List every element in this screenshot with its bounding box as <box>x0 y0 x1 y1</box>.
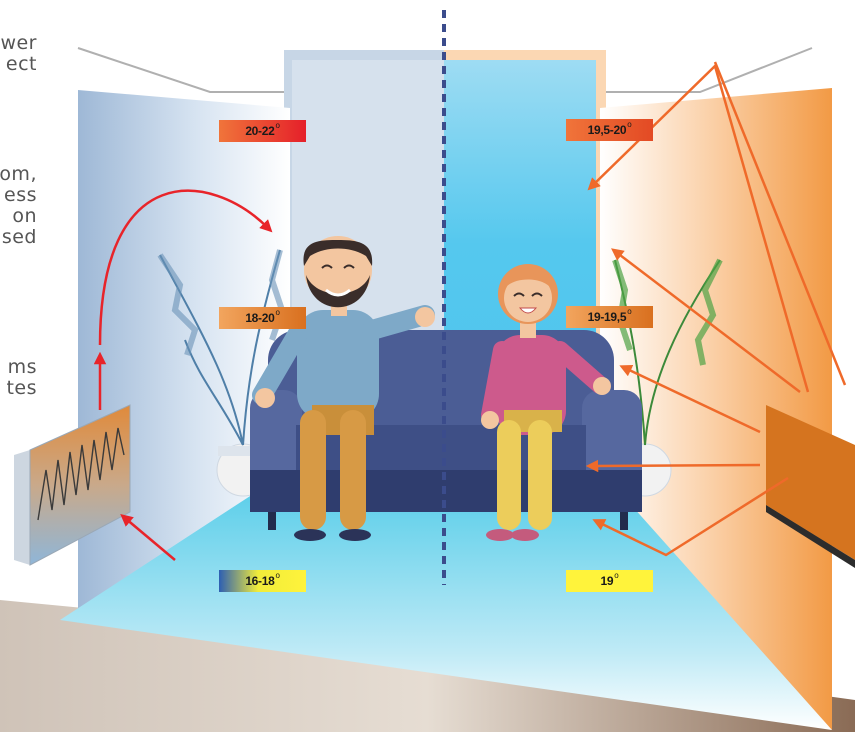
temp-value: 19-19,5 <box>587 310 627 324</box>
side-text-1: wer ect <box>0 32 37 75</box>
convection-arrow-return <box>120 513 176 561</box>
degree-sign: o <box>627 119 632 129</box>
temp-value: 19 <box>600 574 614 588</box>
degree-sign: o <box>614 570 619 580</box>
degree-sign: o <box>275 570 280 580</box>
man-figure-icon <box>252 236 435 541</box>
radiation-arrows <box>585 61 847 557</box>
side-text-3: ms tes <box>6 356 37 399</box>
temp-value: 20-22 <box>245 124 275 138</box>
temp-value: 19,5-20 <box>587 123 627 137</box>
convection-radiator-icon <box>14 404 131 566</box>
degree-sign: o <box>275 120 280 130</box>
convection-arrow-curve <box>98 189 273 346</box>
degree-sign: o <box>627 306 632 316</box>
woman-figure-icon <box>481 264 611 541</box>
degree-sign: o <box>275 307 280 317</box>
room-floor <box>60 470 832 730</box>
side-text-2: om, ess on sed <box>0 163 37 248</box>
temp-value: 16-18 <box>245 574 275 588</box>
infrared-panel-icon <box>766 405 855 568</box>
temp-value: 18-20 <box>245 311 275 325</box>
